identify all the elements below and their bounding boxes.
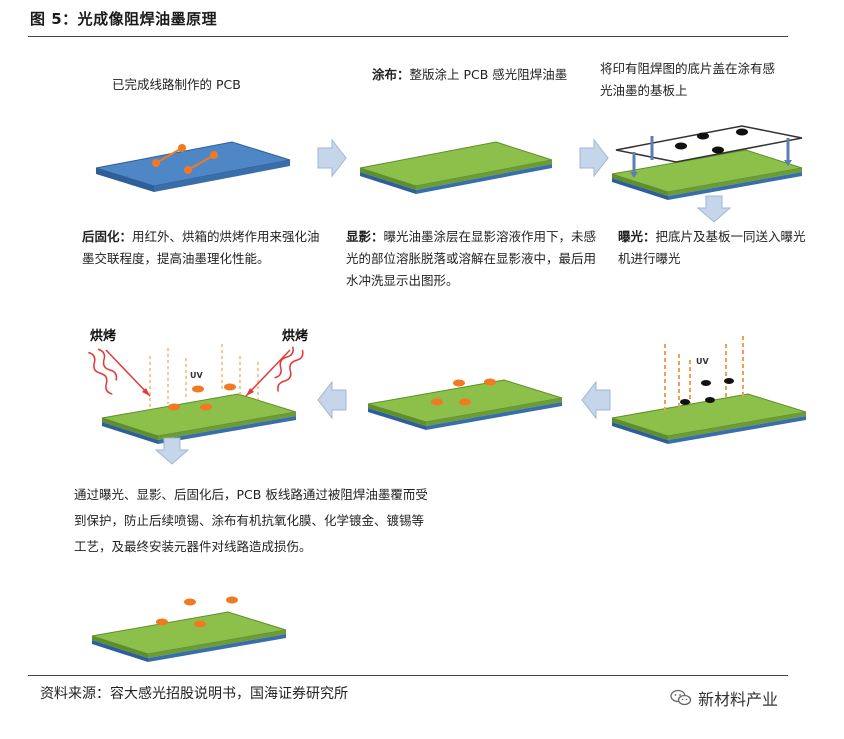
caption-coat-text: 整版涂上 PCB 感光阻焊油墨 xyxy=(409,67,568,82)
caption-develop: 显影：曝光油墨涂层在显影溶液作用下，未感光的部位溶胀脱落或溶解在显影液中，最后用… xyxy=(346,226,600,292)
mask-dot xyxy=(701,380,711,386)
bake-label-right: 烘烤 xyxy=(282,328,308,344)
mask-dot xyxy=(724,378,734,384)
source-note: 资料来源：容大感光招股说明书，国海证券研究所 xyxy=(40,686,348,702)
caption-develop-text: 曝光油墨涂层在显影溶液作用下，未感光的部位溶胀脱落或溶解在显影液中，最后用水冲洗… xyxy=(346,229,597,288)
top-rule xyxy=(28,36,788,37)
heat-arrow-right xyxy=(245,349,291,397)
caption-cure: 后固化：用红外、烘箱的烘烤作用来强化油墨交联程度，提高油墨理化性能。 xyxy=(82,226,330,270)
board-pcb xyxy=(95,141,291,192)
caption-expose: 曝光：把底片及基板一同送入曝光机进行曝光 xyxy=(618,226,806,270)
caption-cure-label: 后固化： xyxy=(82,229,133,244)
arrow-left-icon xyxy=(581,380,611,420)
watermark: 新材料产业 xyxy=(670,686,778,710)
arrow-down-icon xyxy=(154,437,190,465)
pad xyxy=(168,403,180,411)
arrow-left-icon xyxy=(317,380,347,420)
mask-dot xyxy=(697,132,709,140)
pad xyxy=(453,379,465,387)
mask-dot xyxy=(675,142,687,150)
caption-expose-text: 把底片及基板一同送入曝光机进行曝光 xyxy=(618,229,806,266)
pad xyxy=(156,618,168,626)
board-mask xyxy=(611,125,803,200)
figure-title: 图 5：光成像阻焊油墨原理 xyxy=(30,10,218,28)
bake-label-left: 烘烤 xyxy=(90,328,116,344)
arrow-right-icon xyxy=(317,138,347,178)
board-expose xyxy=(611,336,807,444)
mask-dot xyxy=(712,146,724,154)
caption-coat-label: 涂布： xyxy=(372,67,410,82)
caption-coat: 涂布：整版涂上 PCB 感光阻焊油墨 xyxy=(372,64,572,86)
mask-dot xyxy=(680,399,690,405)
pad xyxy=(210,151,218,159)
caption-mask: 将印有阻焊图的底片盖在涂有感光油墨的基板上 xyxy=(600,61,776,98)
mask-dot xyxy=(736,128,748,136)
trace-2 xyxy=(187,154,215,171)
pad xyxy=(152,159,160,167)
board-coated xyxy=(359,141,553,194)
pad xyxy=(184,598,196,606)
pad xyxy=(178,144,186,152)
arrow-down-icon xyxy=(696,195,732,223)
pad xyxy=(459,398,471,406)
caption-expose-label: 曝光： xyxy=(618,229,656,244)
pad xyxy=(192,385,204,393)
trace-1 xyxy=(155,147,183,164)
heat-arrow-left xyxy=(105,349,151,397)
heat-wave-left xyxy=(88,348,118,395)
pad xyxy=(431,398,443,406)
caption-develop-label: 显影： xyxy=(346,229,384,244)
board-cure xyxy=(88,344,304,444)
pad xyxy=(484,378,496,386)
heat-wave-right xyxy=(274,346,304,392)
watermark-text: 新材料产业 xyxy=(698,690,779,709)
pad xyxy=(224,383,236,391)
caption-cure-text: 用红外、烘箱的烘烤作用来强化油墨交联程度，提高油墨理化性能。 xyxy=(82,229,320,266)
pad xyxy=(226,596,238,604)
board-final xyxy=(91,596,287,662)
arrow-right-icon xyxy=(579,138,609,178)
wechat-icon xyxy=(670,689,692,706)
uv-expose-label: UV xyxy=(696,357,709,366)
caption-final: 通过曝光、显影、后固化后，PCB 板线路通过被阻焊油墨覆而受到保护，防止后续喷锡… xyxy=(74,487,428,554)
bottom-rule xyxy=(28,675,788,676)
caption-pcb: 已完成线路制作的 PCB xyxy=(112,77,241,92)
board-developed xyxy=(367,378,563,430)
pad xyxy=(184,166,192,174)
mask-dot xyxy=(705,397,715,403)
pad xyxy=(200,403,212,411)
pad xyxy=(194,620,206,628)
uv-cure-label: UV xyxy=(190,371,203,380)
